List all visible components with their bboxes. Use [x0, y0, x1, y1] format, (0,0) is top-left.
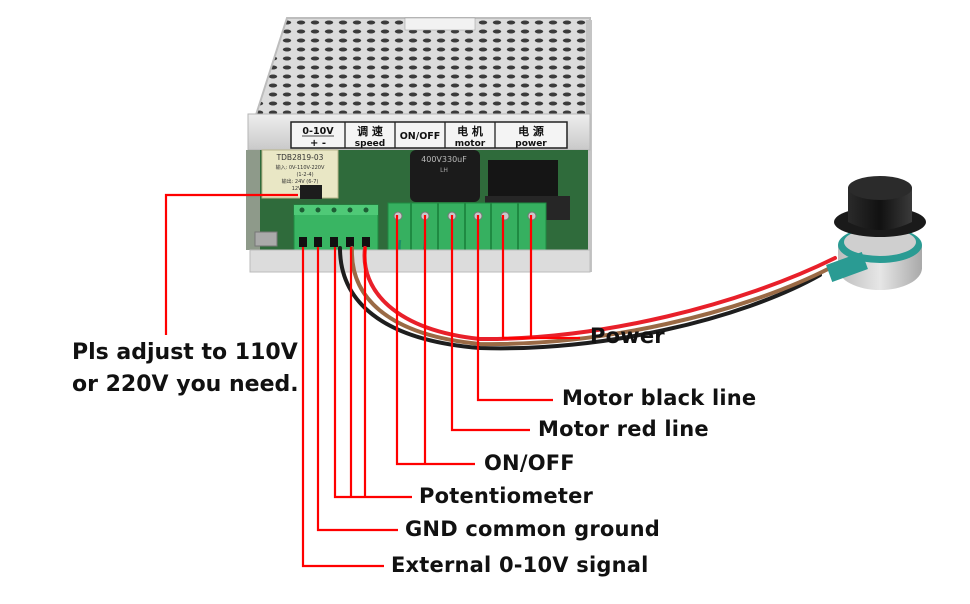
- front-label-plate: 0-10V + - 调 速 speed ON/OFF 电 机 motor 电 源…: [290, 121, 568, 149]
- plate-label-motor-bottom: motor: [455, 139, 486, 149]
- wire-brown: [349, 246, 832, 347]
- transformer-input-pins: (1-2-4): [296, 172, 313, 178]
- wire-black: [338, 246, 822, 351]
- leader-motor-red: [450, 215, 530, 432]
- leader-motor-black: [476, 215, 553, 402]
- top-label-sticker: [404, 17, 476, 31]
- capacitor-rating: 400V330uF: [421, 155, 467, 164]
- plate-label-power-top: 电 源: [518, 124, 544, 138]
- plate-label-0-10v-bottom: + -: [310, 138, 326, 149]
- bridge-rectifier: [488, 160, 558, 200]
- power-supply-unit: 0-10V + - 调 速 speed ON/OFF 电 机 motor 电 源…: [246, 17, 592, 273]
- leader-potentiometer: [333, 247, 412, 499]
- note-line-2: or 220V you need.: [72, 372, 299, 397]
- plate-label-0-10v-top: 0-10V: [302, 126, 334, 137]
- callout-potentiometer: Potentiometer: [419, 484, 594, 508]
- transformer-input: 输入: 0V-110V-220V: [276, 164, 325, 171]
- chassis-top-cover: [253, 17, 592, 119]
- note-line-1: Pls adjust to 110V: [72, 340, 298, 365]
- capacitor-sub: LH: [440, 167, 448, 174]
- plate-label-motor-top: 电 机: [457, 124, 483, 138]
- plate-label-speed-top: 调 速: [357, 124, 383, 138]
- transformer-output-24v: 输出: 24V (6-7): [282, 178, 319, 185]
- leader-gnd: [316, 247, 398, 532]
- leader-lines: [164, 193, 580, 568]
- transformer-model: TDB2819-03: [276, 153, 324, 162]
- knob-cap: [848, 188, 912, 230]
- capacitor: 400V330uF LH: [410, 150, 480, 202]
- leader-power: [501, 215, 580, 340]
- potentiometer: [826, 176, 926, 290]
- callout-motor-red-line: Motor red line: [538, 417, 709, 441]
- voltage-adjust-note: Pls adjust to 110V or 220V you need.: [72, 337, 299, 401]
- callout-gnd-common-ground: GND common ground: [405, 517, 661, 541]
- callout-external-0-10v-signal: External 0-10V signal: [391, 553, 649, 577]
- callout-motor-black-line: Motor black line: [562, 386, 757, 410]
- plate-label-onoff: ON/OFF: [400, 131, 441, 142]
- plate-label-power-bottom: power: [515, 139, 547, 149]
- voltage-selector-switch: [300, 185, 322, 199]
- leader-on-off: [395, 215, 475, 466]
- power-terminal-strip: [387, 202, 547, 254]
- callout-on-off: ON/OFF: [484, 451, 575, 475]
- mounting-screw: [254, 231, 278, 247]
- leader-voltage-note: [164, 193, 298, 335]
- pot-terminal-tab: [826, 252, 868, 282]
- callout-power: Power: [590, 324, 665, 348]
- chassis-left-wall: [246, 150, 260, 250]
- leader-external-signal: [301, 247, 384, 568]
- chassis-base-plate: [249, 249, 591, 273]
- plate-label-speed-bottom: speed: [355, 139, 385, 149]
